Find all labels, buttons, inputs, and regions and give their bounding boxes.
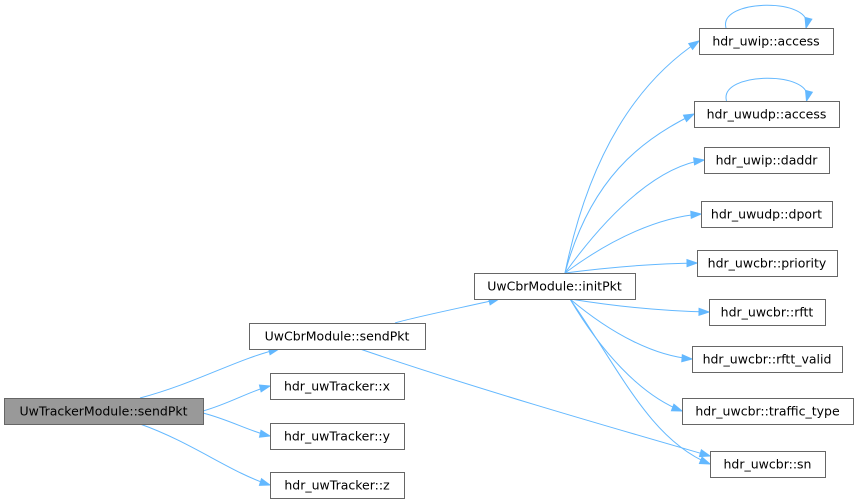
edge-uwudp_access-to-uwudp_access-line	[725, 77, 808, 102]
edge-sendPkt-to-sn-line	[359, 348, 711, 457]
node-initPkt[interactable]: UwCbrModule::initPkt	[474, 273, 636, 300]
edge-initPkt-to-uwip_access-arrowhead	[687, 40, 701, 51]
node-label: hdr_uwudp::access	[707, 107, 827, 122]
node-box[interactable]	[692, 346, 843, 373]
edge-initPkt-to-uwip_access	[564, 40, 701, 274]
node-box[interactable]	[710, 451, 826, 478]
node-label: hdr_uwTracker::y	[284, 429, 391, 444]
node-rftt-valid[interactable]: hdr_uwcbr::rftt_valid	[692, 346, 843, 373]
edge-initPkt-to-priority-line	[564, 262, 698, 274]
node-label: UwTrackerModule::sendPkt	[19, 404, 187, 419]
node-label: hdr_uwcbr::traffic_type	[695, 404, 840, 419]
node-dport[interactable]: hdr_uwudp::dport	[701, 201, 833, 228]
node-box[interactable]	[704, 147, 830, 174]
edge-initPkt-to-rftt_valid-line	[569, 298, 693, 360]
node-uwip-access[interactable]: hdr_uwip::access	[699, 28, 834, 55]
edge-initPkt-to-dport-line	[564, 213, 702, 274]
edge-initPkt-to-rftt-arrowhead	[698, 307, 711, 317]
edge-root-to-sendPkt-line	[139, 348, 280, 399]
edge-initPkt-to-traffic_type-line	[569, 298, 683, 412]
edge-initPkt-to-dport	[564, 210, 703, 274]
node-traffic-type[interactable]: hdr_uwcbr::traffic_type	[682, 398, 854, 425]
edge-uwudp_access-to-uwudp_access-arrowhead	[804, 89, 814, 103]
node-label: hdr_uwcbr::rftt	[721, 305, 814, 320]
node-label: hdr_uwcbr::priority	[708, 256, 827, 271]
edge-initPkt-to-rftt-line	[569, 298, 710, 313]
node-box[interactable]	[4, 398, 204, 425]
node-box[interactable]	[709, 299, 826, 326]
edge-root-to-x	[202, 384, 272, 412]
node-x[interactable]: hdr_uwTracker::x	[270, 373, 405, 400]
edge-initPkt-to-daddr	[564, 157, 706, 274]
node-box[interactable]	[701, 201, 833, 228]
edge-initPkt-to-rftt	[569, 298, 711, 317]
node-z[interactable]: hdr_uwTracker::z	[270, 472, 405, 499]
edge-initPkt-to-daddr-line	[564, 159, 705, 274]
edge-initPkt-to-sn-line	[569, 298, 711, 465]
edge-uwip_access-to-uwip_access	[725, 4, 813, 30]
edge-uwudp_access-to-uwudp_access	[725, 77, 814, 103]
edge-root-to-sendPkt	[139, 347, 281, 399]
edge-initPkt-to-priority-arrowhead	[686, 258, 699, 268]
node-label: hdr_uwTracker::x	[284, 379, 390, 394]
edge-root-to-x-line	[202, 385, 271, 412]
node-label: UwCbrModule::sendPkt	[265, 329, 410, 344]
edge-root-to-x-arrowhead	[258, 384, 272, 393]
edge-root-to-y	[202, 412, 272, 438]
edge-root-to-z-arrowhead	[258, 477, 272, 486]
node-y[interactable]: hdr_uwTracker::y	[270, 423, 405, 450]
node-box[interactable]	[270, 373, 405, 400]
edge-root-to-y-arrowhead	[258, 429, 272, 438]
node-sn[interactable]: hdr_uwcbr::sn	[710, 451, 826, 478]
edge-initPkt-to-sn-arrowhead	[698, 456, 712, 465]
edge-initPkt-to-dport-arrowhead	[690, 210, 703, 219]
edge-uwip_access-to-uwip_access-line	[725, 4, 807, 29]
edge-initPkt-to-priority	[564, 258, 699, 274]
edge-initPkt-to-uwudp_access-arrowhead	[682, 113, 696, 123]
node-box[interactable]	[474, 273, 636, 300]
node-box[interactable]	[697, 250, 838, 277]
node-root[interactable]: UwTrackerModule::sendPkt	[4, 398, 204, 425]
node-uwudp-access[interactable]: hdr_uwudp::access	[694, 101, 840, 128]
node-box[interactable]	[270, 423, 405, 450]
node-label: hdr_uwudp::dport	[711, 207, 822, 222]
edge-sendPkt-to-sn	[359, 348, 712, 458]
edge-initPkt-to-sn	[569, 298, 712, 465]
node-label: hdr_uwcbr::sn	[724, 457, 812, 472]
edge-initPkt-to-uwip_access-line	[564, 40, 700, 274]
node-label: UwCbrModule::initPkt	[487, 279, 622, 294]
edge-uwip_access-to-uwip_access-arrowhead	[804, 16, 813, 30]
node-box[interactable]	[699, 28, 834, 55]
edge-initPkt-to-daddr-arrowhead	[693, 157, 706, 166]
edge-initPkt-to-uwudp_access	[564, 113, 696, 274]
edge-initPkt-to-rftt_valid-arrowhead	[681, 353, 694, 363]
node-label: hdr_uwip::daddr	[716, 153, 819, 168]
edge-root-to-y-line	[202, 412, 271, 437]
edge-sendPkt-to-initPkt-line	[394, 298, 500, 324]
edge-initPkt-to-rftt_valid	[569, 298, 694, 363]
node-label: hdr_uwcbr::rftt_valid	[703, 352, 832, 367]
node-box[interactable]	[270, 472, 405, 499]
edge-initPkt-to-traffic_type-arrowhead	[670, 403, 684, 412]
edge-sendPkt-to-sn-arrowhead	[698, 449, 712, 458]
node-label: hdr_uwTracker::z	[284, 478, 390, 493]
node-daddr[interactable]: hdr_uwip::daddr	[704, 147, 830, 174]
edge-sendPkt-to-initPkt	[394, 297, 501, 324]
node-box[interactable]	[682, 398, 854, 425]
edge-initPkt-to-uwudp_access-line	[564, 113, 695, 274]
edge-initPkt-to-traffic_type	[569, 298, 684, 412]
node-box[interactable]	[694, 101, 840, 128]
node-priority[interactable]: hdr_uwcbr::priority	[697, 250, 838, 277]
node-rftt[interactable]: hdr_uwcbr::rftt	[709, 299, 826, 326]
node-sendPkt[interactable]: UwCbrModule::sendPkt	[249, 323, 426, 350]
edge-root-to-z-line	[139, 423, 271, 486]
node-label: hdr_uwip::access	[712, 34, 819, 49]
edge-root-to-z	[139, 423, 272, 486]
node-box[interactable]	[249, 323, 426, 350]
